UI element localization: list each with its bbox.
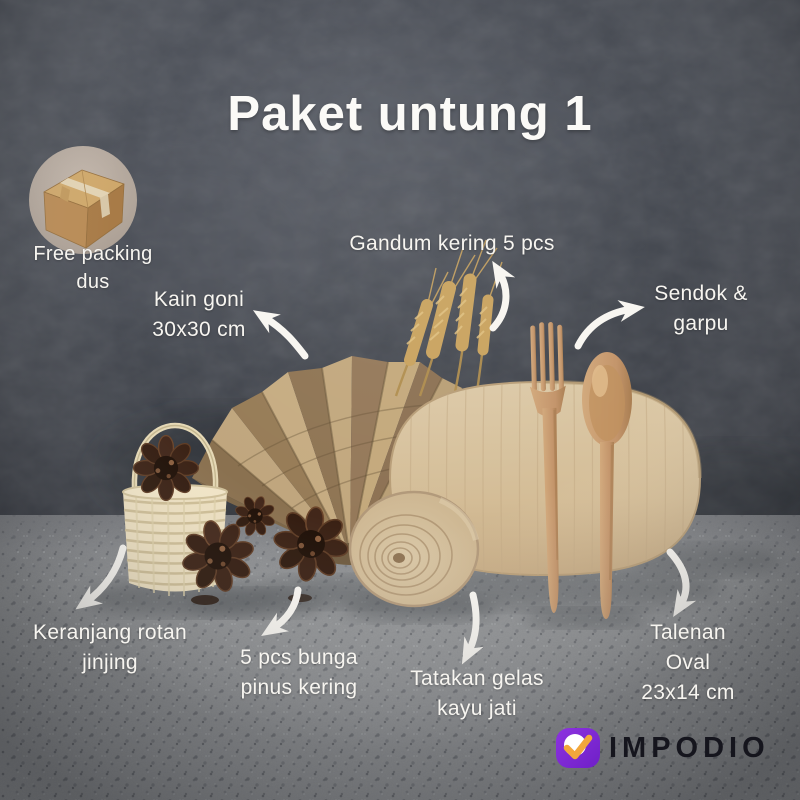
callout-keranjang-rotan: Keranjang rotan jinjing: [33, 621, 187, 674]
free-packing-label: Free packing dus: [33, 243, 153, 294]
callout-tatakan-gelas: Tatakan gelas kayu jati: [410, 667, 544, 720]
brand-name: IMPODIO: [609, 731, 770, 764]
callout-talenan-oval: Talenan Oval 23x14 cm: [641, 621, 735, 704]
callout-sendok-garpu: Sendok & garpu: [654, 282, 748, 335]
page-title: Paket untung 1: [227, 87, 593, 141]
brand-logo: IMPODIO: [556, 727, 770, 769]
callout-gandum-kering: Gandum kering 5 pcs: [349, 232, 555, 255]
callout-kain-goni: Kain goni 30x30 cm: [152, 288, 246, 341]
callout-bunga-pinus: 5 pcs bunga pinus kering: [240, 646, 358, 699]
impodio-logo-icon: [556, 728, 600, 768]
